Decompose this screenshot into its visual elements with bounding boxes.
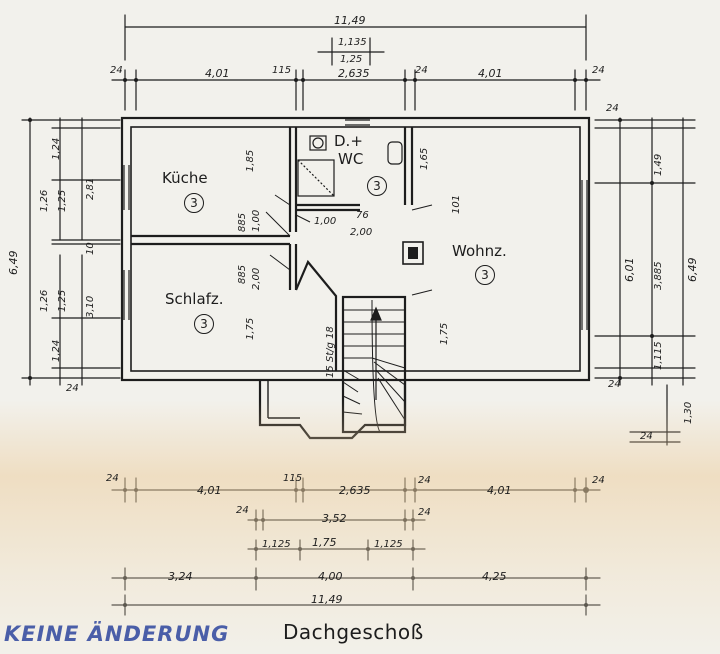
dim-top-overall: 11,49 — [334, 14, 366, 27]
dim-right-1115: 1,115 — [653, 341, 664, 370]
dim-int-175a: 1,75 — [245, 317, 256, 340]
dim-top-125: 1,25 — [340, 54, 363, 65]
dim-left-10: 10 — [85, 242, 96, 255]
dim-top-401b: 4,01 — [478, 67, 503, 80]
room-marker-wohnz: 3 — [475, 265, 495, 285]
dim-left-125b: 1,25 — [57, 289, 68, 312]
room-name-wc-line1: D.+ — [334, 132, 363, 150]
dim-int-200: 2,00 — [251, 267, 262, 290]
chimney — [402, 241, 424, 265]
dim-int-76: 76 — [356, 210, 369, 221]
dim-int-stairs: 15 St/g 18 — [325, 326, 336, 378]
dim-right-24: 24 — [606, 103, 619, 114]
dim-int-101: 101 — [451, 194, 462, 214]
dim-bot-overall: 11,49 — [311, 593, 343, 606]
dim-int-165: 1,65 — [419, 147, 430, 170]
room-name-schlafz: Schlafz. — [165, 290, 224, 308]
dim-right-24c: 24 — [640, 431, 653, 442]
dim-bot-401a: 4,01 — [197, 484, 222, 497]
dim-int-100b: 1,00 — [314, 216, 337, 227]
dim-int-885b: 885 — [237, 264, 248, 284]
dim-bot-24c: 24 — [592, 475, 605, 486]
dim-top-2635: 2,635 — [338, 67, 370, 80]
room-marker-schlafz: 3 — [194, 314, 214, 334]
dim-right-130: 1,30 — [683, 401, 694, 424]
dim-left-126b: 1,26 — [39, 289, 50, 312]
dim-left-125a: 1,25 — [57, 189, 68, 212]
dim-left-649: 6,49 — [7, 250, 20, 276]
dim-bot-175: 1,75 — [312, 536, 337, 549]
room-name-wohnz: Wohnz. — [452, 242, 507, 260]
dim-bot-24b: 24 — [418, 475, 431, 486]
dim-top-24b: 24 — [415, 65, 428, 76]
dim-int-185: 1,85 — [245, 149, 256, 172]
door-swings — [265, 194, 433, 296]
stamp-keine-aenderung: KEINE ÄNDERUNG — [4, 622, 230, 646]
dim-right-649: 6,49 — [686, 257, 699, 283]
dim-right-3885: 3,885 — [653, 261, 664, 290]
plan-title: Dachgeschoß — [283, 620, 424, 644]
dim-right-24b: 24 — [608, 379, 621, 390]
dim-top-401a: 4,01 — [205, 67, 230, 80]
dim-left-124b: 1,24 — [51, 339, 62, 362]
dim-right-149: 1,49 — [653, 153, 664, 176]
room-name-kueche: Küche — [162, 169, 208, 187]
dim-bot-2635: 2,635 — [339, 484, 371, 497]
dim-bot-400: 4,00 — [318, 570, 343, 583]
dim-bot-24d: 24 — [236, 505, 249, 516]
dim-left-124a: 1,24 — [51, 137, 62, 160]
room-marker-kueche: 3 — [184, 193, 204, 213]
wc-fixtures — [297, 135, 403, 197]
dim-bot-425: 4,25 — [482, 570, 507, 583]
dim-bot-324: 3,24 — [168, 570, 193, 583]
dim-int-200b: 2,00 — [350, 227, 373, 238]
dim-bot-115: 115 — [283, 473, 303, 484]
dim-right-601: 6,01 — [623, 257, 636, 283]
dim-left-126a: 1,26 — [39, 189, 50, 212]
room-marker-wc: 3 — [367, 176, 387, 196]
dim-left-310: 3,10 — [85, 295, 96, 318]
dim-left-24: 24 — [66, 383, 79, 394]
stair-arrow — [370, 306, 382, 400]
dim-top-1135: 1,135 — [338, 37, 367, 48]
dim-left-281: 2,81 — [85, 177, 96, 200]
room-name-wc-line2: WC — [338, 150, 364, 168]
dim-top-24a: 24 — [110, 65, 123, 76]
windows — [123, 119, 588, 330]
dim-int-885a: 885 — [237, 212, 248, 232]
dim-top-24c: 24 — [592, 65, 605, 76]
dim-bot-24e: 24 — [418, 507, 431, 518]
dim-bot-352: 3,52 — [322, 512, 347, 525]
dim-bot-401b: 4,01 — [487, 484, 512, 497]
dim-bot-24a: 24 — [106, 473, 119, 484]
dim-int-175b: 1,75 — [439, 322, 450, 345]
dim-bot-1125a: 1,125 — [262, 539, 291, 550]
dim-top-115: 115 — [272, 65, 292, 76]
dim-int-100: 1,00 — [251, 209, 262, 232]
dim-bot-1125b: 1,125 — [374, 539, 403, 550]
